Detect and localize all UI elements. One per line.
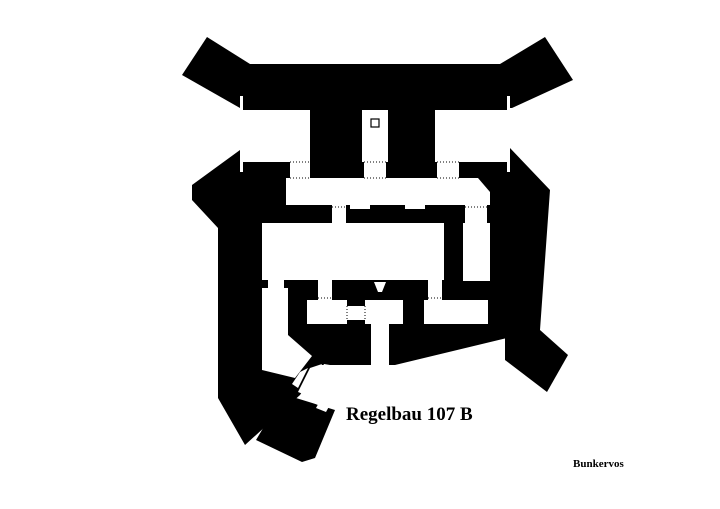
embrasure-right <box>507 96 510 172</box>
door-k <box>268 280 284 288</box>
funnel-opening <box>374 282 386 292</box>
door-h <box>318 280 332 300</box>
door-thresholds <box>290 161 487 320</box>
diagram-credit: Bunkervos <box>573 458 624 470</box>
embrasure-left <box>240 96 243 172</box>
room-left-angled <box>262 288 312 378</box>
wing-right-lower <box>505 330 568 392</box>
door-f <box>405 205 425 209</box>
room-top-right <box>435 110 507 162</box>
corridor-upper <box>286 178 490 205</box>
step-2 <box>298 364 322 396</box>
room-top-center <box>362 110 388 162</box>
passage-lower-center <box>371 324 389 369</box>
room-lower-left-small <box>307 300 347 324</box>
room-right-narrow <box>463 223 490 281</box>
diagram-title: Regelbau 107 B <box>346 404 473 425</box>
door-d <box>332 205 346 223</box>
door-a <box>290 160 310 180</box>
step-4 <box>316 368 348 412</box>
ventilation-marker <box>370 118 380 128</box>
step-3 <box>306 364 336 405</box>
step-1 <box>292 368 308 388</box>
door-i <box>428 280 442 300</box>
room-lower-center <box>365 300 403 324</box>
door-e <box>350 205 370 209</box>
entrance-block <box>256 390 335 462</box>
door-c <box>437 160 459 180</box>
door-j <box>347 306 365 320</box>
wing-top-left <box>182 37 250 108</box>
interior-rooms <box>240 96 510 412</box>
room-lower-right <box>424 300 488 324</box>
wing-top-right <box>500 37 573 108</box>
room-main-hall <box>262 223 444 280</box>
door-b <box>364 160 386 180</box>
room-top-left <box>240 110 310 162</box>
door-g <box>465 205 487 223</box>
